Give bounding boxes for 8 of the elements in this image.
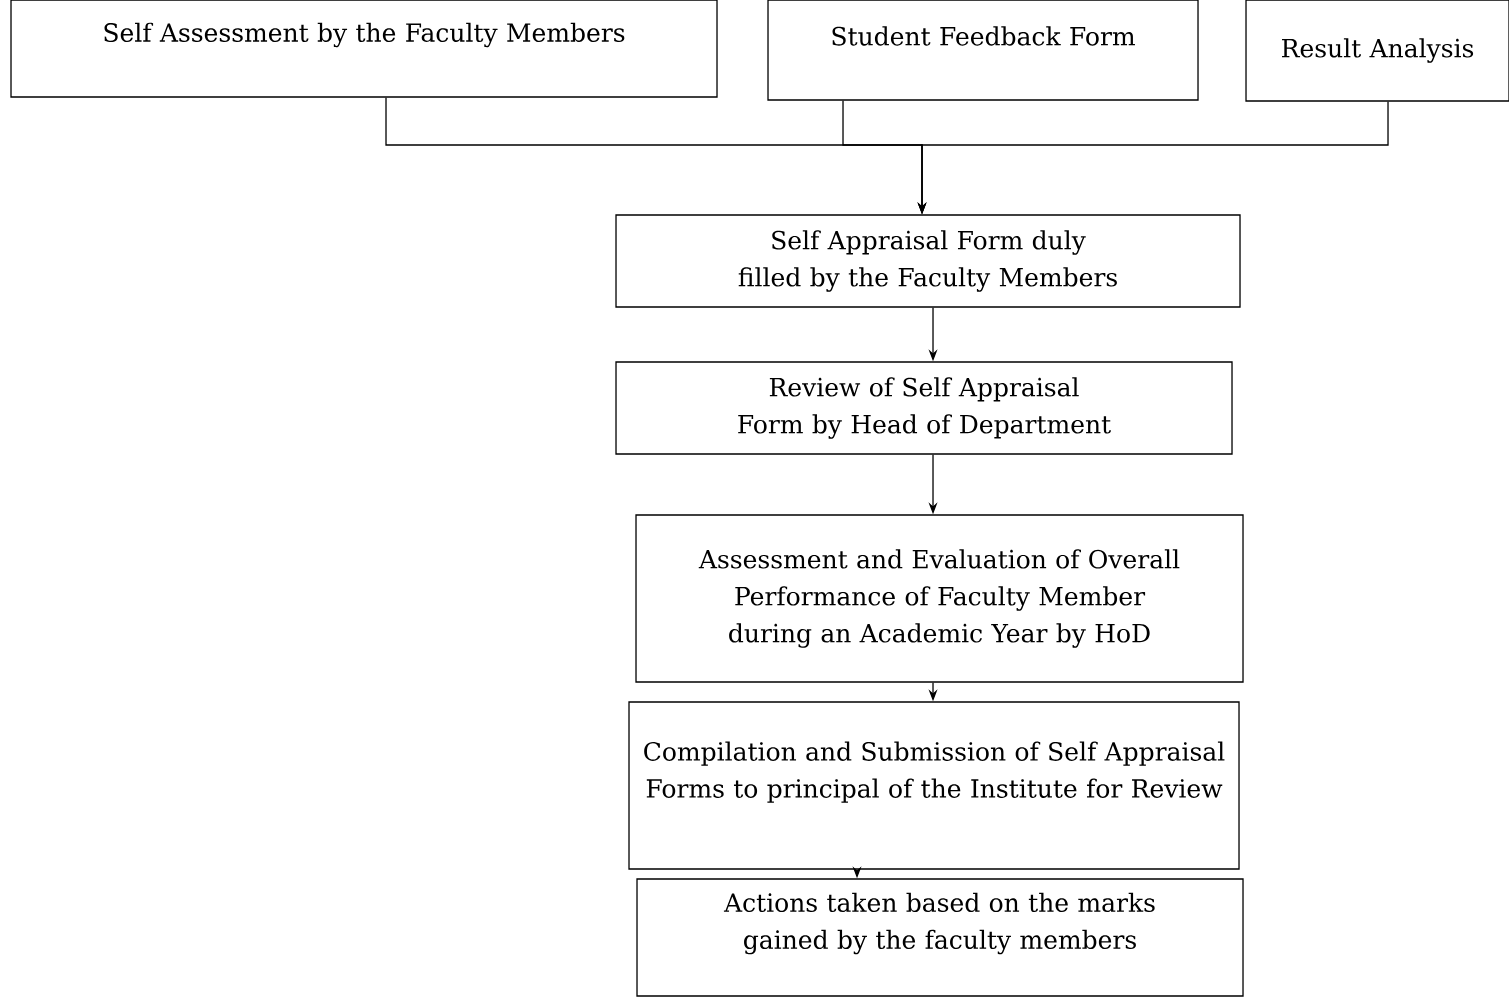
process-box: Self Assessment by the Faculty Members	[10, 0, 718, 98]
process-box: Actions taken based on the marks gained by the faculty members	[636, 878, 1244, 997]
process-box: Result Analysis	[1245, 0, 1509, 102]
process-box: Student Feedback Form	[767, 0, 1199, 101]
process-box: Assessment and Evaluation of Overall Performance of Faculty Member during an Academic Year by HoD	[635, 514, 1244, 683]
process-box: Review of Self Appraisal Form by Head of Department	[615, 361, 1233, 455]
process-box: Compilation and Submission of Self Appraisal Forms to principal of the Institute for Review	[628, 701, 1240, 870]
process-box: Self Appraisal Form duly filled by the Faculty Members	[615, 214, 1241, 308]
